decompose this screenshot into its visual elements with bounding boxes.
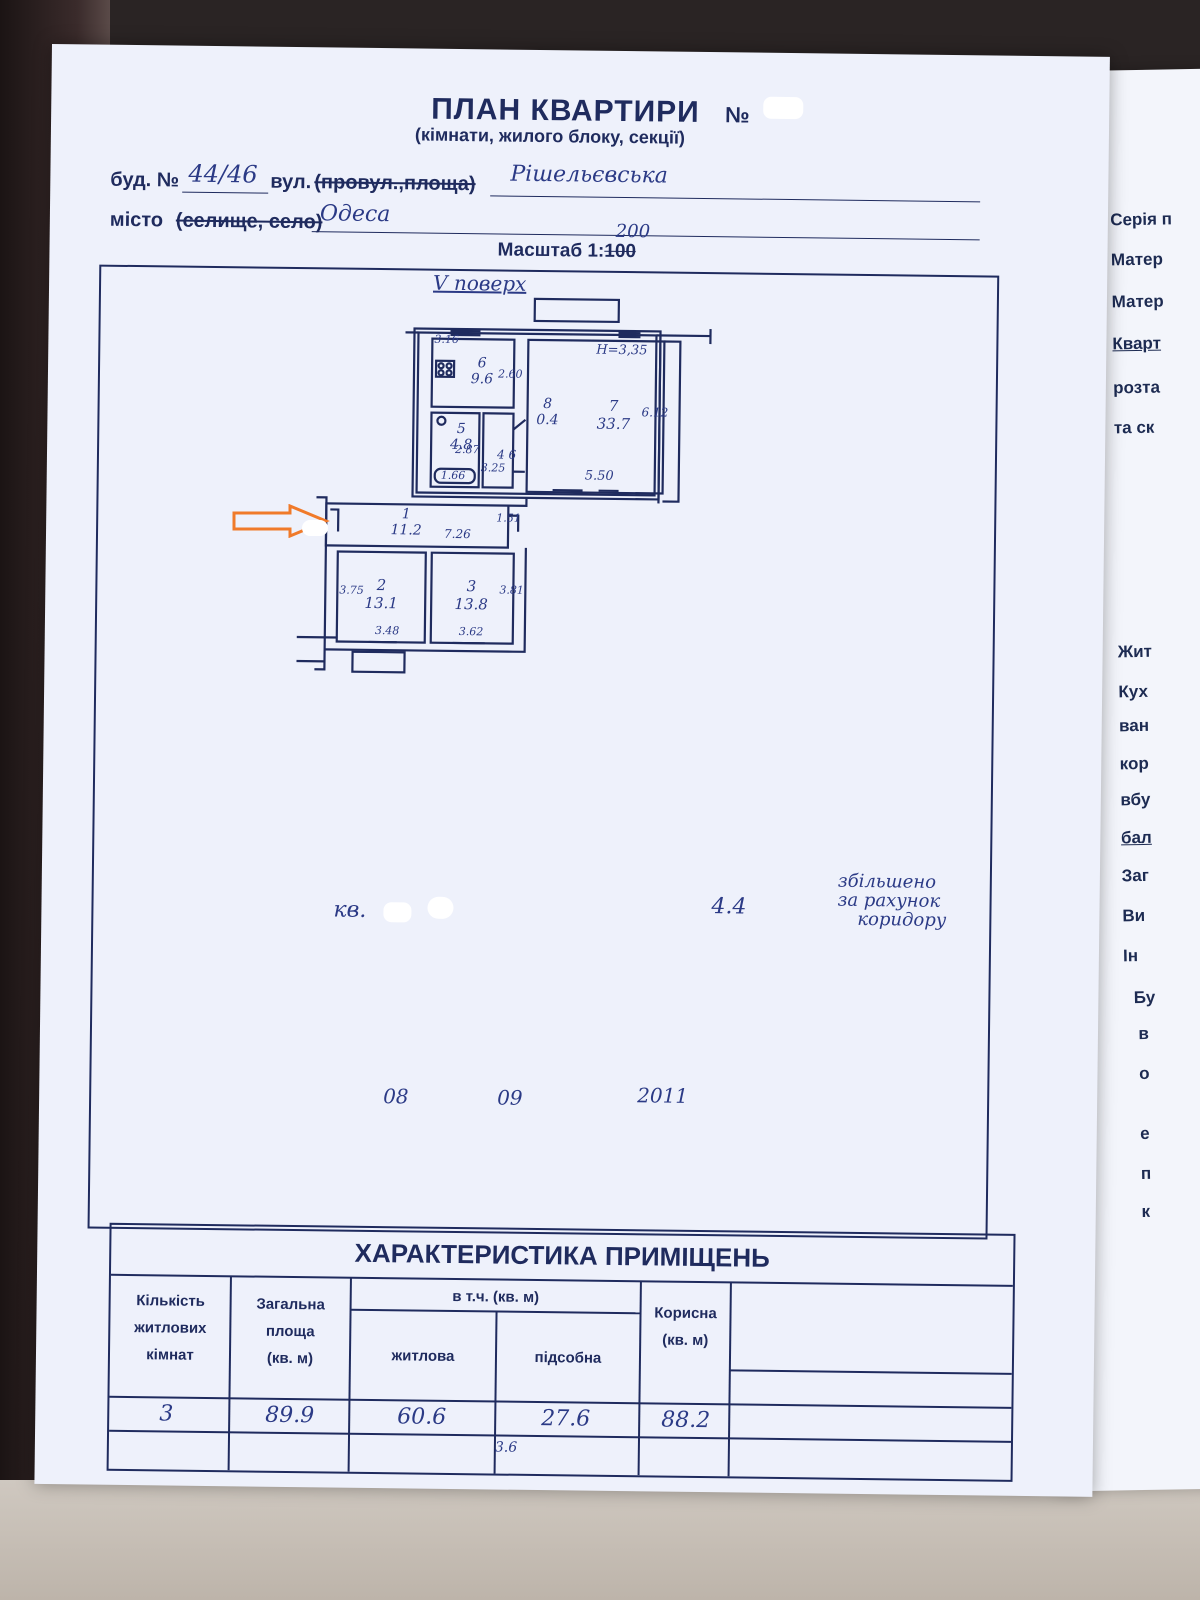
header-auxiliary: підсобна (534, 1348, 602, 1367)
underline (182, 191, 269, 194)
background-table (0, 1480, 1200, 1600)
dimension: 1.51 (496, 511, 521, 525)
dimension: 3.75 (339, 583, 364, 597)
settlement-label: (селище, село) (175, 209, 323, 234)
header-including: в т.ч. (кв. м) (452, 1287, 540, 1307)
next-page-line: Жит (1117, 641, 1153, 662)
dimension: 3.62 (458, 625, 484, 639)
document-subtitle: (кімнати, жилого блоку, секції) (414, 124, 686, 148)
building-number: 44/46 (188, 159, 258, 189)
next-page-line: Серія п (1110, 209, 1173, 230)
next-page-line: е (1140, 1123, 1150, 1144)
next-page-line: бал (1120, 827, 1152, 848)
redacted-mark (302, 520, 328, 536)
dimension: 6.12 (641, 405, 669, 420)
next-page-line: п (1140, 1163, 1152, 1184)
height-note: H=3,35 (596, 342, 648, 359)
date-year: 2011 (637, 1083, 689, 1108)
dimension: 3.16 (434, 332, 459, 346)
dimension: 2.87 (454, 442, 480, 457)
redacted-number (763, 96, 804, 120)
next-page-line: кор (1119, 753, 1149, 774)
next-page-line: ван (1118, 715, 1150, 736)
next-page-line: розта (1112, 377, 1161, 398)
value-auxiliary: 27.6 (541, 1406, 591, 1432)
next-page-line: Заг (1121, 865, 1150, 886)
header-living: житлова (391, 1347, 455, 1366)
dimension: 1.66 (440, 468, 466, 483)
street-name: Рішельєвська (510, 161, 668, 189)
dimension: 3.25 (480, 461, 506, 475)
next-page-line: та ск (1113, 417, 1155, 438)
next-page-line: Ви (1122, 905, 1146, 926)
characteristics-table: ХАРАКТЕРИСТИКА ПРИМІЩЕНЬ Кількість житло… (106, 1222, 1016, 1482)
city-name: Одеса (319, 201, 391, 228)
dimension: 3.81 (499, 583, 524, 597)
redacted-apartment (383, 902, 412, 923)
apartment-label: кв. (333, 897, 367, 923)
date-month: 09 (497, 1085, 523, 1110)
added-area-note: збільшено за рахунок коридору (837, 870, 947, 931)
header-useful: Корисна (кв. м) (654, 1304, 717, 1350)
dimension: 3.48 (374, 623, 400, 638)
next-page-line: Кух (1118, 681, 1149, 702)
next-page-line: Матер (1110, 249, 1164, 270)
next-page-line: к (1141, 1201, 1151, 1222)
date-day: 08 (383, 1084, 409, 1109)
next-page-line: Бу (1133, 987, 1156, 1008)
dimension: 7.26 (443, 526, 471, 542)
next-page-line: Матер (1111, 291, 1164, 312)
added-area: 4.4 (711, 894, 747, 920)
value-rooms-count: 3 (159, 1401, 174, 1427)
building-label: буд. № (110, 168, 180, 192)
scale-handwritten: 200 (615, 220, 651, 243)
header-total-area: Загальна площа (кв. м) (256, 1295, 325, 1368)
dimension: 5.50 (584, 468, 614, 484)
street-type-label: (провул.,площа) (314, 171, 476, 196)
value-living: 60.6 (397, 1404, 447, 1430)
dimension: 2.60 (497, 367, 523, 381)
floor-plan-drawing (296, 297, 712, 674)
underline (490, 195, 981, 203)
value-total-area: 89.9 (265, 1402, 315, 1429)
next-page-line: в (1138, 1023, 1150, 1044)
redacted-apartment (427, 896, 454, 919)
next-page-line: вбу (1120, 789, 1151, 810)
next-page-line: Кварт (1112, 333, 1162, 354)
scale: Масштаб 1:100 (497, 239, 637, 263)
next-page-line: Ін (1122, 946, 1139, 966)
header-rooms-count: Кількість житлових кімнат (134, 1292, 207, 1364)
city-label: місто (109, 208, 164, 232)
floor-note: V поверх (432, 270, 527, 296)
next-page-line: о (1138, 1063, 1150, 1084)
room-4: 4 6 (496, 447, 517, 462)
table-grid (109, 1273, 1013, 1477)
value-useful: 88.2 (661, 1407, 711, 1434)
street-label: вул. (270, 170, 312, 194)
table-footnote: 3.6 (494, 1439, 518, 1456)
floor-plan-document: ПЛАН КВАРТИРИ № (кімнати, жилого блоку, … (34, 44, 1110, 1497)
